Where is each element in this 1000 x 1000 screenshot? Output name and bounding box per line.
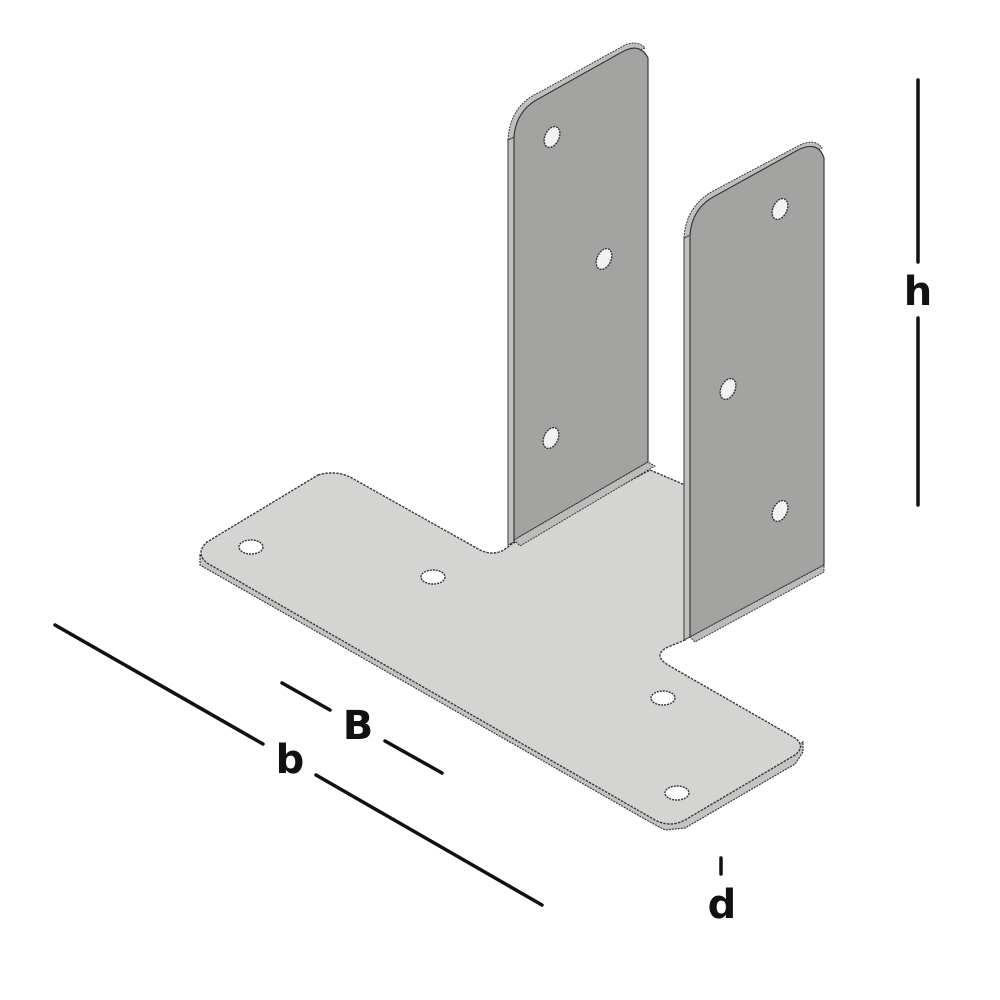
dimension-label-B: B <box>342 703 374 749</box>
hole <box>771 197 789 221</box>
dimension-label-d: d <box>707 882 737 928</box>
dimension-b-line-right <box>314 773 544 907</box>
base-plate-holes <box>238 539 690 801</box>
hole <box>771 499 789 523</box>
dimension-b-line-left <box>53 623 265 746</box>
dimension-b <box>53 623 544 907</box>
left-upright-plate <box>507 42 656 547</box>
dimension-B <box>280 681 444 775</box>
left-upright-holes <box>542 125 613 450</box>
base-plate <box>200 469 802 825</box>
dimension-label-b: b <box>275 737 305 783</box>
hole <box>664 785 690 801</box>
hole <box>542 426 560 450</box>
hole <box>719 377 737 401</box>
hole <box>650 690 676 706</box>
dimension-label-h: h <box>903 269 933 315</box>
dimension-B-line-left <box>280 681 332 712</box>
hole <box>420 569 446 585</box>
dimension-B-line-right <box>383 739 444 775</box>
hole <box>238 539 264 555</box>
right-upright-holes <box>719 197 789 523</box>
hole <box>595 247 613 271</box>
right-upright-plate <box>683 141 825 643</box>
hole <box>543 125 561 149</box>
